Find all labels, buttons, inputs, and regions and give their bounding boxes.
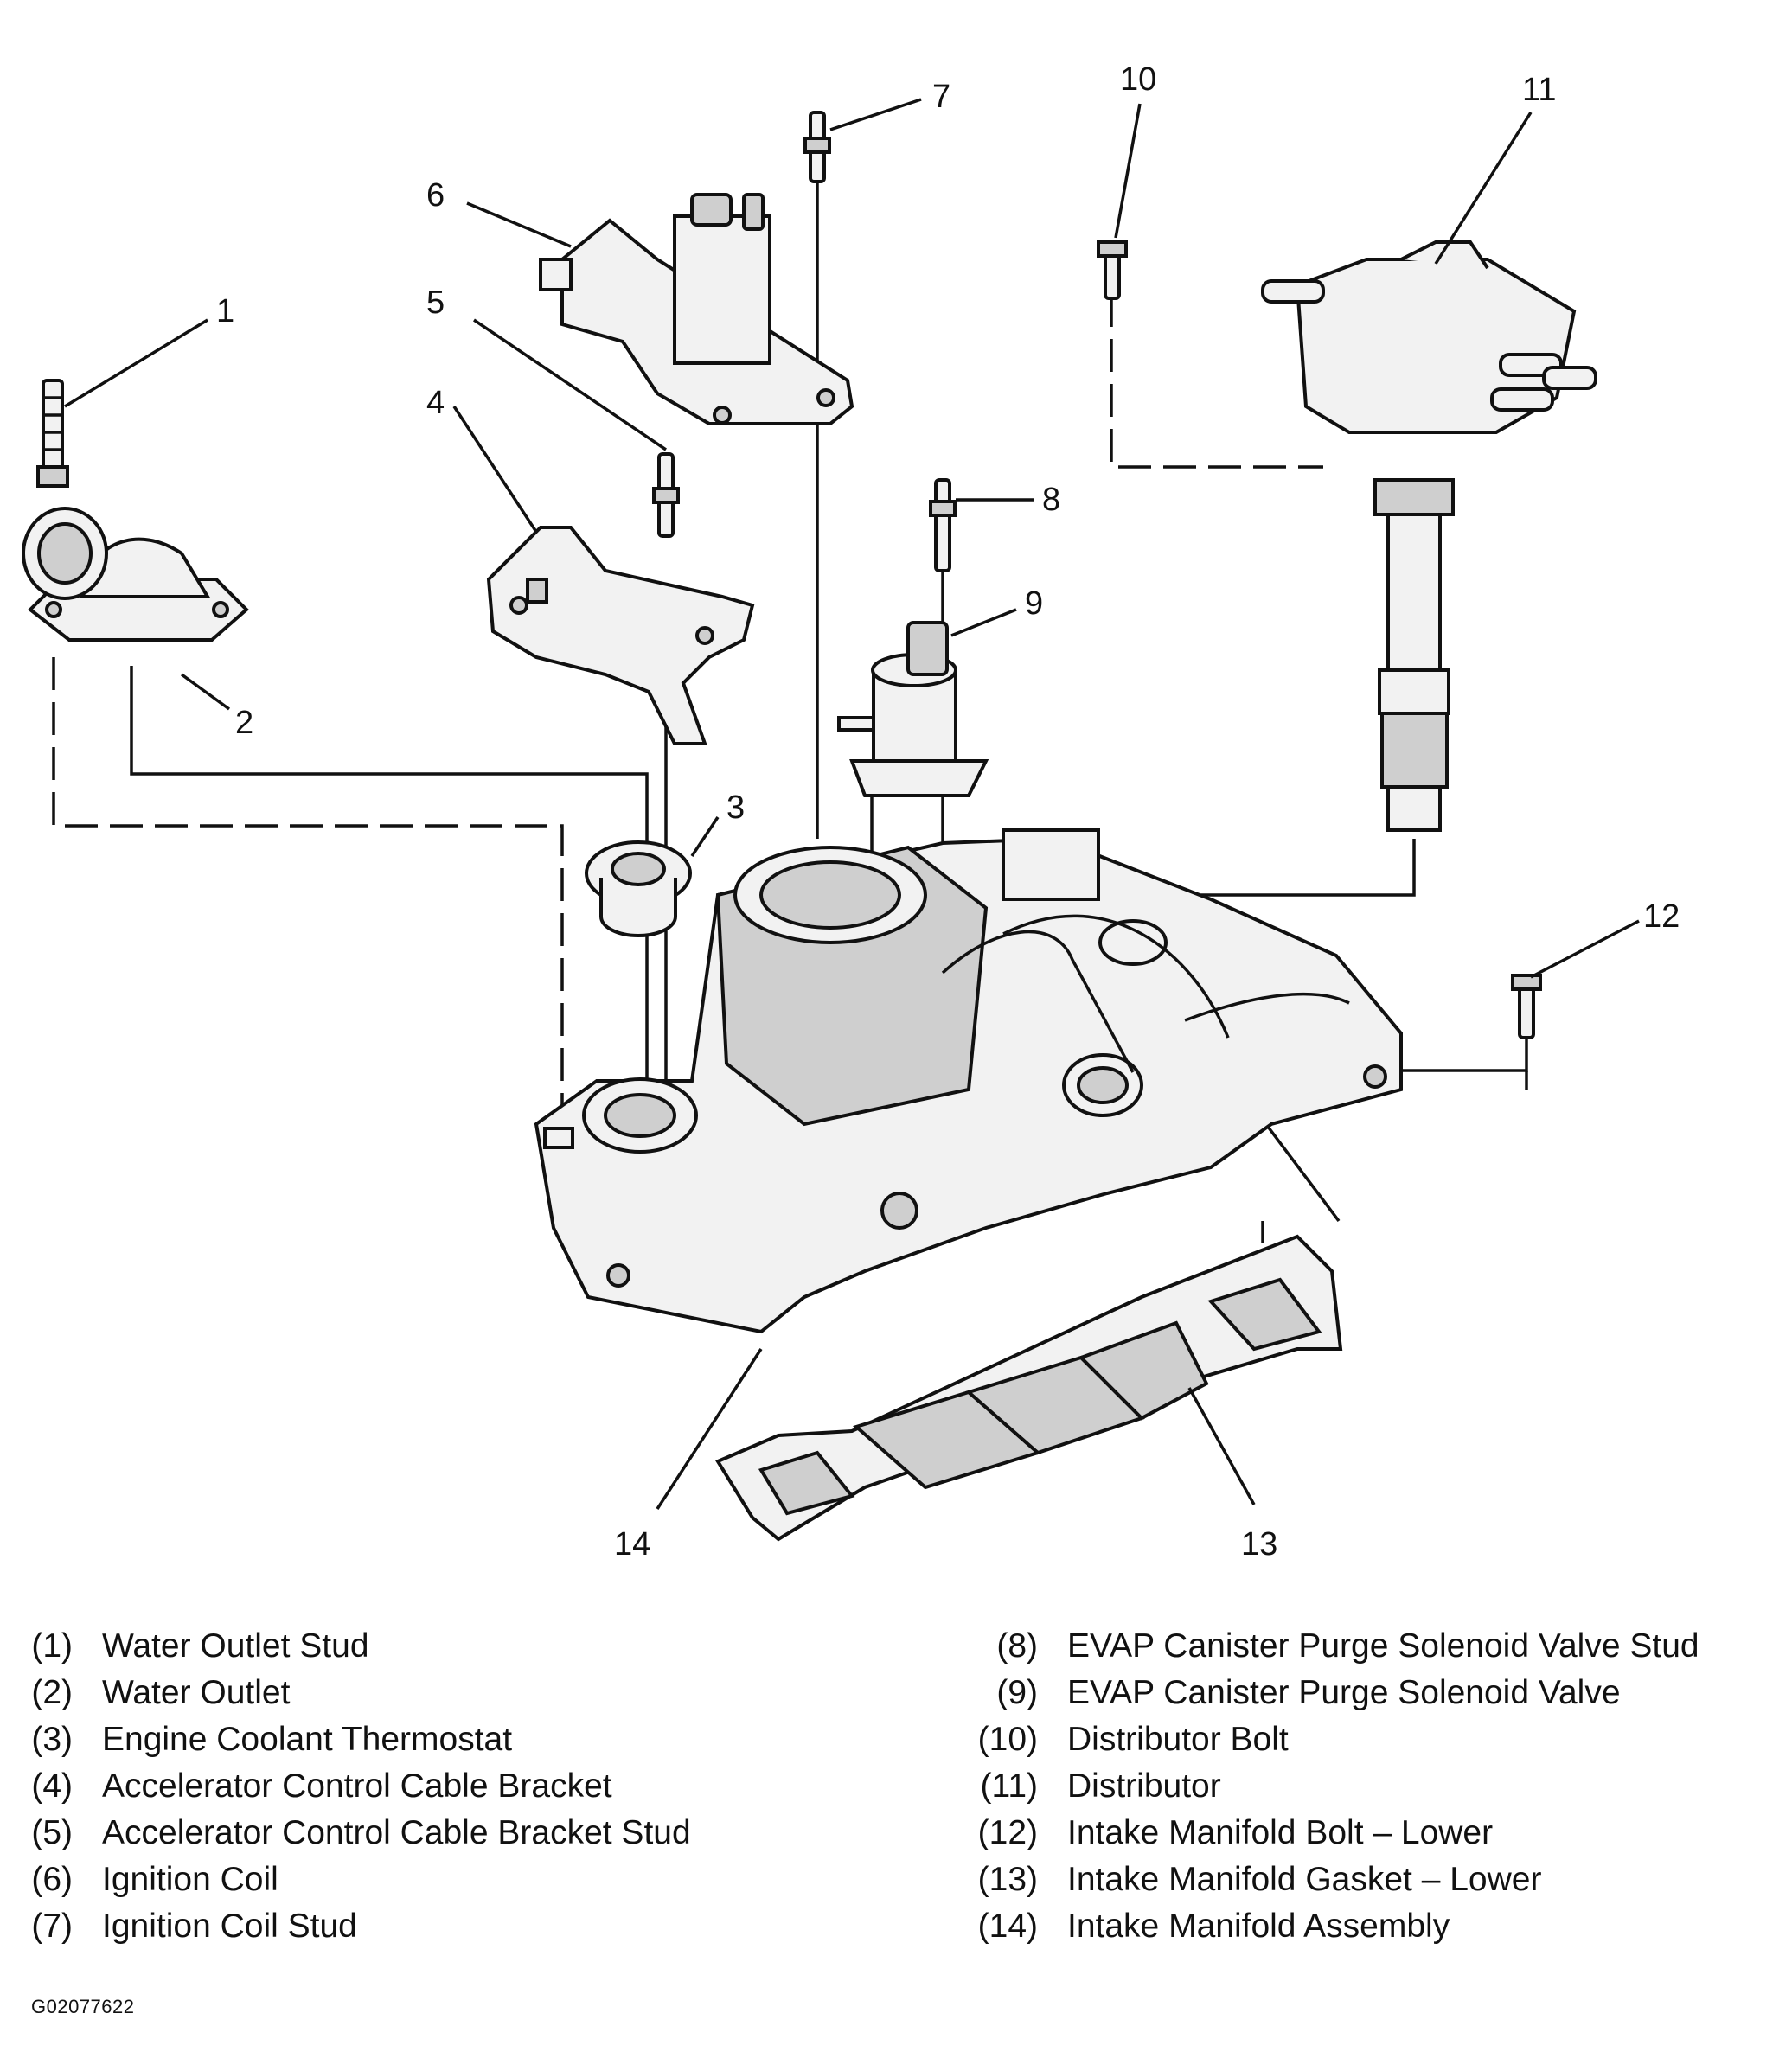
legend-item: (7) Ignition Coil Stud [31, 1906, 357, 1947]
callout-4: 4 [426, 385, 445, 421]
legend-number: (9) [996, 1674, 1038, 1711]
callout-8: 8 [1042, 482, 1060, 518]
legend-label: Intake Manifold Gasket – Lower [1067, 1861, 1542, 1898]
legend-number: (11) [980, 1767, 1038, 1805]
callout-12: 12 [1643, 898, 1680, 935]
legend-item: (11) Distributor [977, 1766, 1221, 1807]
legend-label: Water Outlet [102, 1674, 291, 1711]
legend-label: EVAP Canister Purge Solenoid Valve Stud [1067, 1627, 1699, 1665]
legend-item: (12) Intake Manifold Bolt – Lower [977, 1812, 1493, 1854]
legend-item: (14) Intake Manifold Assembly [977, 1906, 1450, 1947]
legend-label: Intake Manifold Assembly [1067, 1908, 1450, 1945]
purge-valve-stud [929, 478, 957, 572]
legend-number: (10) [977, 1721, 1038, 1758]
legend-item: (9) EVAP Canister Purge Solenoid Valve [977, 1672, 1621, 1714]
callout-7: 7 [932, 79, 950, 115]
callout-9: 9 [1025, 585, 1043, 622]
ignition-coil-stud [803, 111, 831, 183]
callout-leaders [64, 98, 1640, 1510]
legend-label: Ignition Coil [102, 1861, 278, 1898]
evap-purge-solenoid-valve [837, 621, 989, 797]
legend-number: (12) [977, 1814, 1038, 1851]
legend-label: Distributor Bolt [1067, 1721, 1289, 1758]
legend-item: (4) Accelerator Control Cable Bracket [31, 1766, 612, 1807]
legend-number: (8) [996, 1627, 1038, 1665]
callout-5: 5 [426, 284, 445, 321]
callout-13: 13 [1241, 1526, 1277, 1563]
legend-item: (13) Intake Manifold Gasket – Lower [977, 1859, 1542, 1901]
bracket-stud [652, 452, 680, 538]
legend-number: (13) [977, 1861, 1038, 1898]
legend-item: (5) Accelerator Control Cable Bracket Stu… [31, 1812, 691, 1854]
legend-item: (6) Ignition Coil [31, 1859, 278, 1901]
legend-label: Distributor [1067, 1767, 1221, 1805]
legend-label: Accelerator Control Cable Bracket [102, 1767, 612, 1805]
legend-number: (3) [31, 1721, 73, 1758]
water-outlet-stud [36, 379, 69, 488]
legend-number: (4) [31, 1767, 73, 1805]
callout-3: 3 [726, 789, 745, 826]
legend-label: Intake Manifold Bolt – Lower [1067, 1814, 1494, 1851]
exploded-view-diagram: 1 2 3 4 5 6 7 8 9 10 11 12 13 14 [22, 61, 1680, 1563]
callout-1: 1 [216, 293, 234, 329]
legend-label: Accelerator Control Cable Bracket Stud [102, 1814, 691, 1851]
legend-item: (2) Water Outlet [31, 1672, 290, 1714]
intake-manifold-assembly [534, 828, 1403, 1334]
legend-label: Engine Coolant Thermostat [102, 1721, 513, 1758]
callout-11: 11 [1522, 72, 1556, 108]
legend-number: (1) [31, 1627, 73, 1665]
legend-item: (10) Distributor Bolt [977, 1719, 1289, 1761]
engine-coolant-thermostat [585, 840, 692, 937]
callout-14: 14 [614, 1526, 650, 1563]
callout-10: 10 [1120, 61, 1156, 98]
legend-number: (6) [31, 1861, 73, 1898]
legend-item: (1) Water Outlet Stud [31, 1626, 369, 1667]
callout-6: 6 [426, 177, 445, 214]
legend-label: EVAP Canister Purge Solenoid Valve [1067, 1674, 1621, 1711]
legend-number: (7) [31, 1908, 73, 1945]
legend-number: (5) [31, 1814, 73, 1851]
legend-number: (14) [977, 1908, 1038, 1945]
legend-item: (8) EVAP Canister Purge Solenoid Valve St… [977, 1626, 1699, 1667]
parts-legend: (1) Water Outlet Stud (2) Water Outlet (3)… [0, 1626, 1792, 1989]
accelerator-control-cable-bracket [486, 526, 755, 745]
intake-manifold-gasket-lower [715, 1234, 1343, 1542]
legend-number: (2) [31, 1674, 73, 1711]
figure-id: G02077622 [31, 1996, 135, 2017]
distributor-bolt [1097, 240, 1128, 300]
water-outlet [22, 507, 249, 642]
legend-label: Water Outlet Stud [102, 1627, 369, 1665]
ignition-coil [539, 193, 854, 425]
callout-numbers: 1 2 3 4 5 6 7 8 9 10 11 12 13 14 [216, 61, 1680, 1563]
legend-label: Ignition Coil Stud [102, 1908, 357, 1945]
distributor [1261, 240, 1597, 832]
intake-manifold-bolt-lower [1511, 974, 1542, 1039]
callout-2: 2 [235, 705, 253, 741]
legend-item: (3) Engine Coolant Thermostat [31, 1719, 512, 1761]
